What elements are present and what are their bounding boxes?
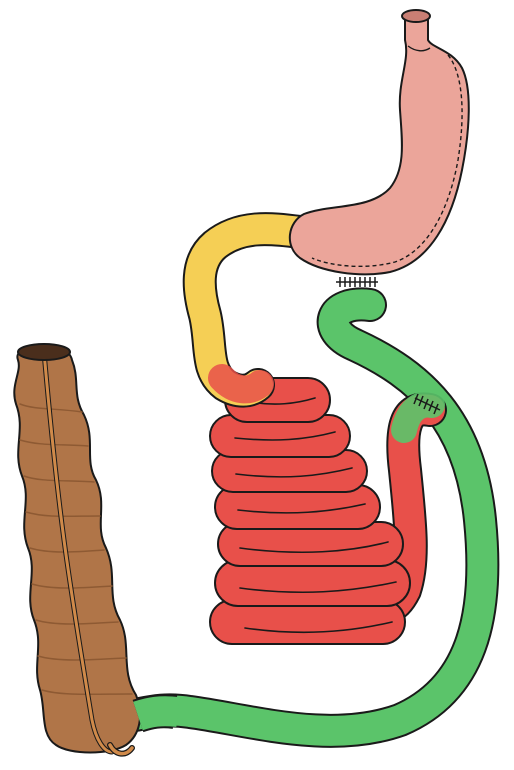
ascending-colon xyxy=(14,344,140,754)
colon-lumen xyxy=(18,344,70,360)
esophagus-lumen xyxy=(402,10,430,22)
duodenum xyxy=(200,229,300,391)
small-bowel-coils xyxy=(210,378,410,644)
ileocolic-junction xyxy=(138,711,178,716)
anastomosis-sutures-top xyxy=(336,277,378,287)
stomach xyxy=(290,10,469,274)
